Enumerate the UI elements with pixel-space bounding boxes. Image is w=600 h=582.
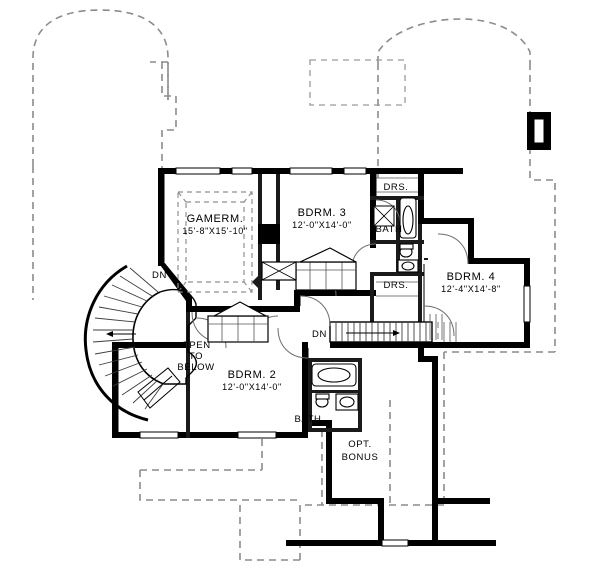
label-gameroom-name: GAMERM.	[187, 213, 244, 225]
open-to-below-area: OPEN TO BELOW	[159, 288, 214, 385]
roof-outline-dashed	[32, 9, 556, 561]
room-labels: GAMERM. 15'-8"X15'-10" BDRM. 3 12'-0"X14…	[182, 182, 500, 463]
label-gameroom-dimensions: 15'-8"X15'-10"	[182, 226, 247, 236]
straight-staircase: DN	[312, 321, 457, 343]
label-closet-lower: DRS.	[383, 280, 408, 291]
label-bedroom3-dimensions: 12'-0"X14'-0"	[292, 220, 352, 230]
interior-partitions	[186, 174, 428, 438]
label-bonus-line2: BONUS	[342, 452, 379, 463]
open-to-below-line1: OPEN	[181, 340, 210, 351]
windows	[139, 167, 531, 547]
label-closet-upper: DRS.	[383, 182, 408, 193]
label-bedroom2-dimensions: 12'-0"X14'-0"	[222, 382, 282, 392]
label-bedroom4-dimensions: 12'-4"X14'-8"	[441, 284, 501, 294]
tray-ceiling-outline	[177, 191, 253, 293]
curved-staircase: DN	[83, 264, 181, 422]
chimney-flue-icon	[527, 112, 551, 150]
label-bedroom4-name: BDRM. 4	[447, 271, 496, 283]
label-bedroom3-name: BDRM. 3	[298, 207, 347, 219]
straight-stair-dn-label: DN	[312, 329, 327, 340]
curved-stair-dn-label: DN	[152, 270, 167, 281]
label-bath-lower: BATH	[294, 414, 321, 425]
closet-details	[207, 177, 443, 343]
open-to-below-line2: TO	[189, 351, 203, 362]
plumbing-fixtures	[311, 197, 419, 411]
label-bedroom2-name: BDRM. 2	[228, 369, 277, 381]
open-to-below-line3: BELOW	[177, 362, 214, 373]
label-bonus-line1: OPT.	[348, 439, 372, 450]
label-bath-upper: BATH	[375, 224, 402, 235]
